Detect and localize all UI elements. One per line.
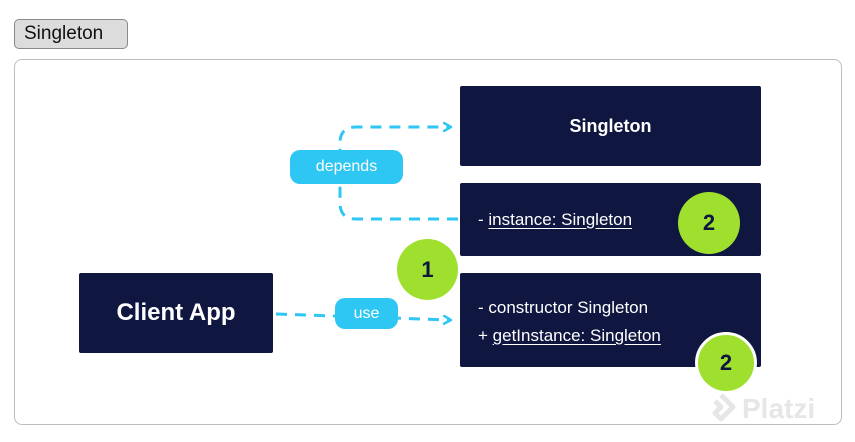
step-badge-1: 1 [397, 239, 458, 300]
method-visibility: - [478, 298, 489, 317]
method-row: - constructor Singleton [478, 294, 761, 322]
step-badge-2-method: 2 [695, 332, 757, 394]
method-row: + getInstance: Singleton [478, 322, 761, 350]
method-visibility: + [478, 326, 493, 345]
use-arrow [275, 312, 450, 320]
diagram-title-text: Singleton [24, 23, 104, 44]
platzi-watermark: Platzi [706, 392, 815, 426]
step-badge-2-attribute-text: 2 [702, 210, 716, 235]
step-badge-2-method-text: 2 [719, 350, 733, 375]
step-badge-1-text: 1 [421, 256, 434, 282]
step-badge-2-attribute: 2 [678, 192, 740, 254]
depends-label-text: depends [315, 158, 378, 175]
platzi-logo-icon [712, 393, 736, 422]
singleton-class-name-box: Singleton [460, 86, 761, 166]
depends-label: depends [290, 150, 403, 184]
use-label: use [335, 298, 398, 329]
diagram-title-tag: Singleton [14, 19, 128, 49]
attribute-instance: instance: Singleton [488, 209, 633, 229]
singleton-class-name: Singleton [569, 115, 652, 136]
method-get-instance: getInstance: Singleton [492, 326, 661, 345]
method-constructor: constructor Singleton [488, 298, 649, 317]
client-app-label: Client App [116, 299, 236, 326]
client-app-box: Client App [79, 273, 273, 353]
attribute-visibility: - [478, 209, 489, 229]
use-label-text: use [353, 304, 380, 322]
watermark-text: Platzi [742, 393, 816, 424]
